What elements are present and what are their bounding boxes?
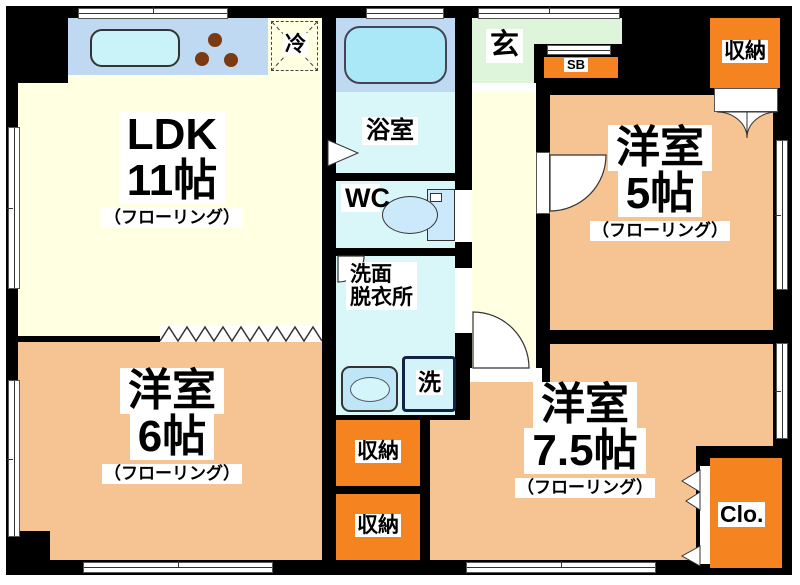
- ldk-size: 11帖: [118, 157, 226, 204]
- window-right-western75: [775, 343, 788, 439]
- door-threshold-western75: [470, 368, 542, 382]
- label-closet: Clo.: [718, 501, 766, 528]
- bathtub: [344, 26, 447, 84]
- room-western75-ext: [430, 420, 470, 560]
- door-washroom: [455, 268, 472, 333]
- stove-burner-1: [208, 33, 222, 47]
- entrance-pocket-window: [547, 45, 611, 55]
- western75-size: 7.5帖: [524, 427, 646, 474]
- pillar-bottom-left: [6, 531, 50, 572]
- label-storage-top-right: 収納: [722, 40, 768, 64]
- refrigerator-dashed-box: [271, 21, 318, 71]
- window-bottom-western75: [466, 561, 656, 573]
- toilet-bowl: [382, 196, 438, 234]
- label-western75: 洋室 7.5帖 （フローリング）: [515, 382, 655, 498]
- storage-doors-top-right: [714, 88, 778, 112]
- label-western6: 洋室 6帖 （フローリング）: [102, 368, 242, 484]
- door-wc: [455, 190, 472, 242]
- western5-size: 5帖: [617, 170, 703, 217]
- ldk-name: LDK: [118, 112, 226, 158]
- window-top-kitchen: [78, 7, 228, 19]
- label-refrigerator: 冷: [283, 33, 308, 57]
- label-washer: 洗: [416, 369, 443, 396]
- western6-floor-note: （フローリング）: [102, 463, 242, 484]
- label-wc: WC: [341, 184, 390, 213]
- label-entrance: 玄: [486, 29, 524, 63]
- label-storage-center-2: 収納: [355, 514, 401, 538]
- window-right-western5: [775, 140, 788, 290]
- window-bottom-western6: [83, 561, 273, 573]
- washroom-line2: 脱衣所: [350, 286, 413, 310]
- label-washroom: 洗面 脱衣所: [346, 262, 417, 311]
- hallway: [472, 91, 536, 368]
- stove-burner-2: [195, 52, 209, 66]
- window-left-ldk: [7, 127, 20, 289]
- washroom-line1: 洗面: [350, 263, 392, 286]
- washroom-sink-basin: [350, 377, 390, 402]
- label-storage-center-1: 収納: [355, 440, 401, 464]
- western75-name: 洋室: [533, 382, 637, 428]
- label-western5: 洋室 5帖 （フローリング）: [590, 125, 730, 241]
- western6-size: 6帖: [129, 413, 215, 460]
- entrance-front-door: [478, 7, 620, 19]
- western6-name: 洋室: [120, 368, 224, 414]
- toilet-flush-button: [430, 193, 442, 202]
- western5-floor-note: （フローリング）: [590, 220, 730, 241]
- stove-burner-3: [224, 53, 238, 67]
- window-top-bathroom: [366, 8, 444, 19]
- window-left-western6: [7, 380, 20, 537]
- ldk-floor-note: （フローリング）: [102, 207, 242, 228]
- label-shoe-box: SB: [564, 57, 589, 73]
- entrance-step: [472, 83, 536, 91]
- western75-floor-note: （フローリング）: [515, 477, 655, 498]
- western5-name: 洋室: [608, 125, 712, 171]
- kitchen-sink: [90, 29, 180, 67]
- closet-door-strip: [700, 466, 710, 564]
- label-bathroom: 浴室: [362, 117, 418, 146]
- pillar-top-left: [6, 6, 68, 83]
- door-panel-western5: [536, 152, 550, 214]
- label-ldk: LDK 11帖 （フローリング）: [102, 112, 242, 228]
